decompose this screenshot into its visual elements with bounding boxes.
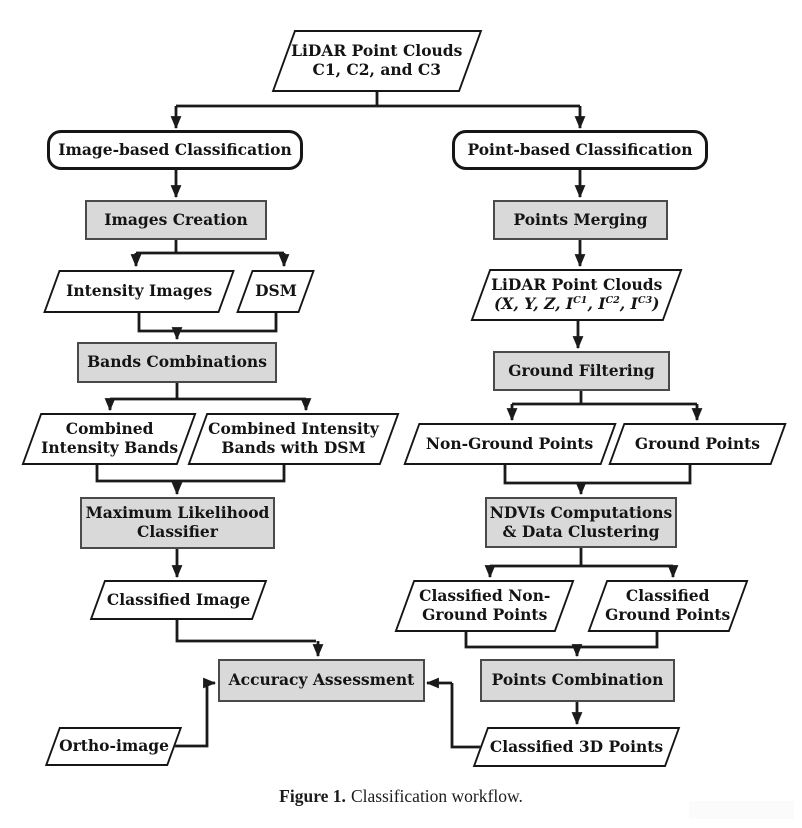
node-label: Ground Filtering bbox=[508, 360, 655, 380]
node-label: Classified 3D Points bbox=[489, 736, 664, 756]
node-label-line1: Combined Intensity bbox=[208, 419, 379, 439]
node-label-line2: Classifier bbox=[137, 522, 218, 541]
node-points-merging: Points Merging bbox=[493, 200, 668, 240]
node-image-based-classification: Image-based Classification bbox=[47, 130, 303, 170]
node-label: Ortho-image bbox=[58, 736, 169, 756]
node-label-line2: C1, C2, and C3 bbox=[312, 60, 442, 79]
figure-caption-text: Classification workflow. bbox=[350, 786, 523, 806]
node-label-line2: (X, Y, Z, IC1, IC2, IC3) bbox=[493, 294, 660, 313]
node-lidar-point-clouds: LiDAR Point Clouds C1, C2, and C3 bbox=[271, 30, 483, 92]
node-accuracy-assessment: Accuracy Assessment bbox=[218, 659, 425, 702]
superscript-c2: C2 bbox=[605, 294, 620, 306]
node-classified-3d-points: Classified 3D Points bbox=[472, 727, 681, 767]
node-label: Points Merging bbox=[513, 209, 648, 229]
node-label-line1: LiDAR Point Clouds bbox=[490, 275, 663, 295]
node-ground-points: Ground Points bbox=[608, 423, 787, 465]
arrow-lines bbox=[104, 106, 703, 726]
node-point-based-classification: Point-based Classification bbox=[452, 130, 708, 170]
node-label-line1: LiDAR Point Clouds bbox=[291, 41, 463, 61]
node-label-line1: Classified Non- bbox=[418, 586, 551, 606]
node-label: Accuracy Assessment bbox=[228, 670, 415, 690]
node-label: Ground Points bbox=[634, 433, 761, 453]
node-label-line2: & Data Clustering bbox=[502, 521, 660, 541]
node-label: Bands Combinations bbox=[87, 352, 267, 372]
node-non-ground-points: Non-Ground Points bbox=[403, 423, 617, 465]
node-classified-image: Classified Image bbox=[89, 580, 268, 620]
node-label: Point-based Classification bbox=[467, 139, 693, 159]
node-ground-filtering: Ground Filtering bbox=[493, 351, 670, 391]
node-label: Images Creation bbox=[104, 209, 248, 229]
node-images-creation: Images Creation bbox=[85, 200, 267, 240]
node-intensity-images: Intensity Images bbox=[43, 270, 235, 313]
node-ortho-image: Ortho-image bbox=[44, 727, 183, 766]
superscript-c1: C1 bbox=[572, 294, 588, 306]
node-classified-non-ground-points: Classified Non- Ground Points bbox=[394, 580, 575, 632]
node-combined-intensity-bands-dsm: Combined Intensity Bands with DSM bbox=[187, 413, 400, 465]
connector-lines bbox=[95, 92, 697, 749]
node-label: Intensity Images bbox=[65, 281, 213, 301]
node-label-line2: Bands with DSM bbox=[221, 438, 366, 457]
node-ndvis-computations-clustering: NDVIs Computations & Data Clustering bbox=[485, 497, 677, 548]
node-label-line2: Intensity Bands bbox=[40, 438, 178, 457]
node-label-line2: Ground Points bbox=[421, 605, 548, 624]
figure-caption: Figure 1.Classification workflow. bbox=[0, 786, 802, 807]
node-label-line1: Classified bbox=[626, 586, 710, 606]
node-label: Classified Image bbox=[106, 589, 251, 609]
node-classified-ground-points: Classified Ground Points bbox=[587, 580, 749, 632]
node-label: Points Combination bbox=[491, 670, 664, 690]
node-maximum-likelihood-classifier: Maximum Likelihood Classifier bbox=[80, 497, 275, 549]
node-combined-intensity-bands: Combined Intensity Bands bbox=[21, 413, 197, 465]
node-bands-combinations: Bands Combinations bbox=[77, 342, 277, 383]
node-label-line1: Combined bbox=[65, 419, 153, 439]
node-points-combination: Points Combination bbox=[480, 659, 675, 702]
node-label: Non-Ground Points bbox=[426, 433, 594, 453]
faint-corner-box bbox=[689, 801, 794, 819]
node-lidar-merged-clouds: LiDAR Point Clouds (X, Y, Z, IC1, IC2, I… bbox=[470, 269, 683, 321]
node-label-line1: Maximum Likelihood bbox=[85, 503, 270, 523]
node-label: Image-based Classification bbox=[58, 139, 292, 159]
figure-caption-label: Figure 1. bbox=[279, 786, 346, 806]
node-label-line1: NDVIs Computations bbox=[489, 502, 673, 522]
superscript-c3: C3 bbox=[637, 294, 652, 306]
node-label: DSM bbox=[254, 281, 297, 301]
node-label-line2: Ground Points bbox=[605, 605, 731, 624]
